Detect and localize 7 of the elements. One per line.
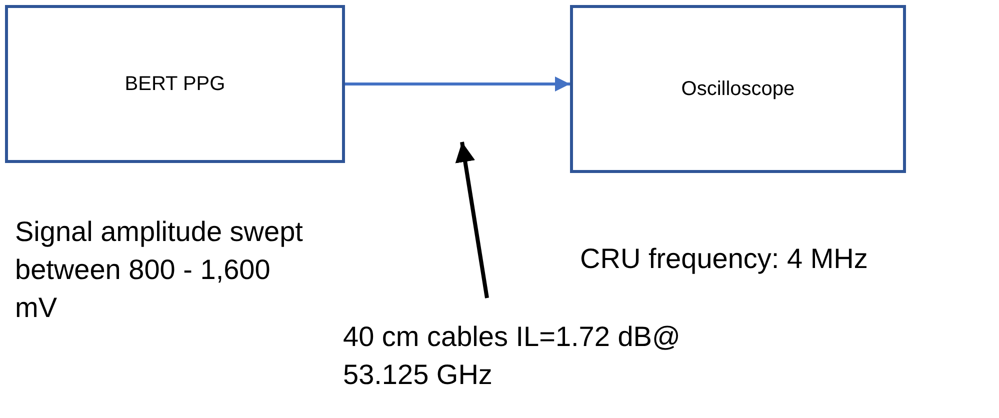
node-caption: Signal amplitude swept between 800 - 1,600 mV (15, 215, 304, 325)
node-caption: CRU frequency: 4 MHz (580, 242, 869, 276)
process-box: BERT PPG (5, 5, 345, 163)
annotation-text: 40 cm cables IL=1.72 dB@ 53.125 GHz (343, 298, 703, 414)
leader-line (455, 142, 489, 298)
arrow (345, 76, 570, 92)
process-box: Oscilloscope (570, 5, 906, 173)
